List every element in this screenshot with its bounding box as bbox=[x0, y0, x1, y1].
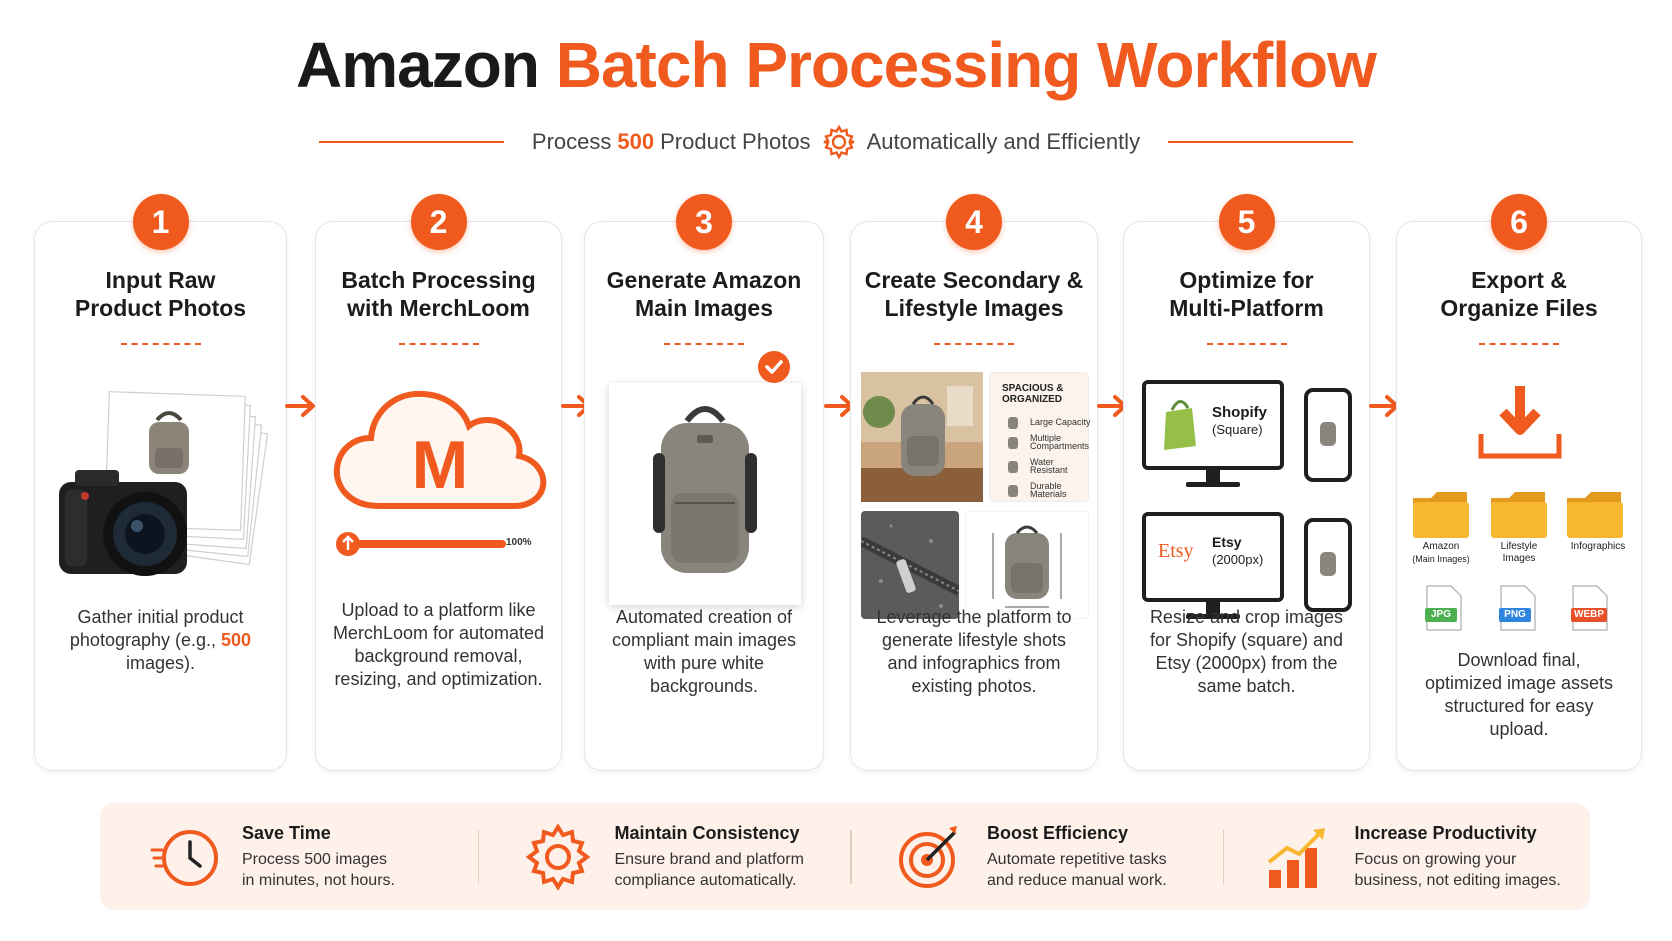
merchloom-logo: M bbox=[412, 427, 469, 503]
etsy-logo: Etsy bbox=[1158, 540, 1194, 562]
svg-text:Durable: Durable bbox=[1030, 481, 1062, 491]
step-number: 3 bbox=[676, 194, 732, 250]
gear-icon bbox=[525, 822, 590, 891]
step-description: Automated creation of compliant main ima… bbox=[611, 607, 797, 696]
target-icon bbox=[899, 825, 957, 888]
jpg-file-icon: JPG bbox=[1423, 584, 1465, 632]
title-divider bbox=[1479, 343, 1559, 345]
svg-text:Compartments: Compartments bbox=[1030, 441, 1090, 451]
title-divider bbox=[398, 343, 479, 345]
svg-text:Resistant: Resistant bbox=[1030, 465, 1068, 475]
title-accent: Batch Processing Workflow bbox=[555, 29, 1377, 101]
detail-image bbox=[861, 511, 959, 619]
benefits-bar: Save Time Process 500 images in minutes,… bbox=[100, 803, 1590, 910]
title-divider bbox=[934, 343, 1014, 345]
camera-photos-icon bbox=[59, 391, 269, 576]
clock-icon bbox=[150, 829, 218, 886]
checkmark-icon bbox=[758, 351, 790, 383]
step-title: Create Secondary &Lifestyle Images bbox=[864, 267, 1084, 321]
backpack-image bbox=[653, 406, 757, 573]
upload-progress: 100% bbox=[334, 529, 544, 559]
step-title: Export &Organize Files bbox=[1440, 267, 1598, 321]
step-number: 4 bbox=[946, 194, 1002, 250]
title-divider bbox=[1206, 343, 1287, 345]
main-image-preview bbox=[609, 383, 801, 605]
folder-icon bbox=[1491, 492, 1547, 538]
step-number: 1 bbox=[132, 194, 189, 250]
lifestyle-image bbox=[861, 372, 983, 502]
step-card-4: 4 Create Secondary &Lifestyle Images SPA… bbox=[850, 194, 1098, 771]
subtitle-row: Process 500 Product Photos Automatically… bbox=[0, 122, 1672, 162]
step-number: 2 bbox=[410, 194, 467, 250]
progress-fill bbox=[356, 540, 506, 548]
folder-icon bbox=[1567, 492, 1623, 538]
page-title: Amazon Batch Processing Workflow bbox=[0, 28, 1672, 102]
step-number: 6 bbox=[1491, 194, 1547, 250]
step-number: 5 bbox=[1218, 194, 1275, 250]
webp-file-icon: WEBP bbox=[1569, 584, 1611, 632]
dimensions-image bbox=[965, 511, 1089, 619]
title-divider bbox=[120, 343, 201, 345]
subtitle-line-right bbox=[1168, 141, 1354, 143]
svg-text:Large Capacity: Large Capacity bbox=[1030, 417, 1090, 427]
step-description: Resize and crop images for Shopify (squa… bbox=[1149, 607, 1344, 696]
step-description: Gather initial product photography (e.g.… bbox=[69, 607, 252, 673]
folder-label: Amazon(Main Images) bbox=[1412, 541, 1470, 564]
svg-text:Multiple: Multiple bbox=[1030, 433, 1061, 443]
infographic-image: SPACIOUS & ORGANIZED Large Capacity Mult… bbox=[989, 372, 1090, 502]
shopify-monitor: Shopify (Square) bbox=[1142, 380, 1284, 490]
download-icon bbox=[1478, 386, 1562, 459]
benefit-efficiency: Boost Efficiency Automate repetitive tas… bbox=[850, 822, 1223, 892]
subtitle: Process 500 Product Photos Automatically… bbox=[532, 124, 1140, 160]
step-card-6: 6 Export &Organize Files Amazon(Main Ima… bbox=[1396, 194, 1642, 771]
folders-row bbox=[1413, 492, 1623, 538]
png-file-icon: PNG bbox=[1497, 584, 1539, 632]
benefit-consistency: Maintain Consistency Ensure brand and pl… bbox=[477, 822, 851, 892]
etsy-monitor: Etsy Etsy (2000px) bbox=[1142, 512, 1284, 622]
title-divider bbox=[664, 343, 744, 345]
svg-text:Water: Water bbox=[1030, 457, 1054, 467]
gear-icon bbox=[821, 124, 857, 160]
benefit-save-time: Save Time Process 500 images in minutes,… bbox=[100, 822, 478, 892]
benefit-productivity: Increase Productivity Focus on growing y… bbox=[1222, 822, 1591, 892]
phone-preview bbox=[1304, 388, 1352, 482]
arrow-right-icon bbox=[285, 395, 315, 417]
growth-chart-icon bbox=[1267, 827, 1325, 888]
upload-arrow-icon bbox=[342, 535, 354, 550]
subtitle-line-left bbox=[318, 141, 504, 143]
shopify-bag-icon bbox=[1164, 408, 1196, 450]
title-main: Amazon bbox=[296, 29, 540, 101]
step-description: Upload to a platform like MerchLoom for … bbox=[332, 600, 545, 689]
cloud-icon: M bbox=[333, 390, 547, 509]
step-description: Download final, optimized image assets s… bbox=[1424, 650, 1614, 739]
svg-text:Materials: Materials bbox=[1030, 489, 1067, 499]
phone-preview bbox=[1304, 518, 1352, 612]
progress-label: 100% bbox=[506, 537, 532, 548]
step-description: Leverage the platform to generate lifest… bbox=[876, 607, 1072, 696]
folder-label: Infographics bbox=[1570, 541, 1626, 552]
folder-icon bbox=[1413, 492, 1469, 538]
